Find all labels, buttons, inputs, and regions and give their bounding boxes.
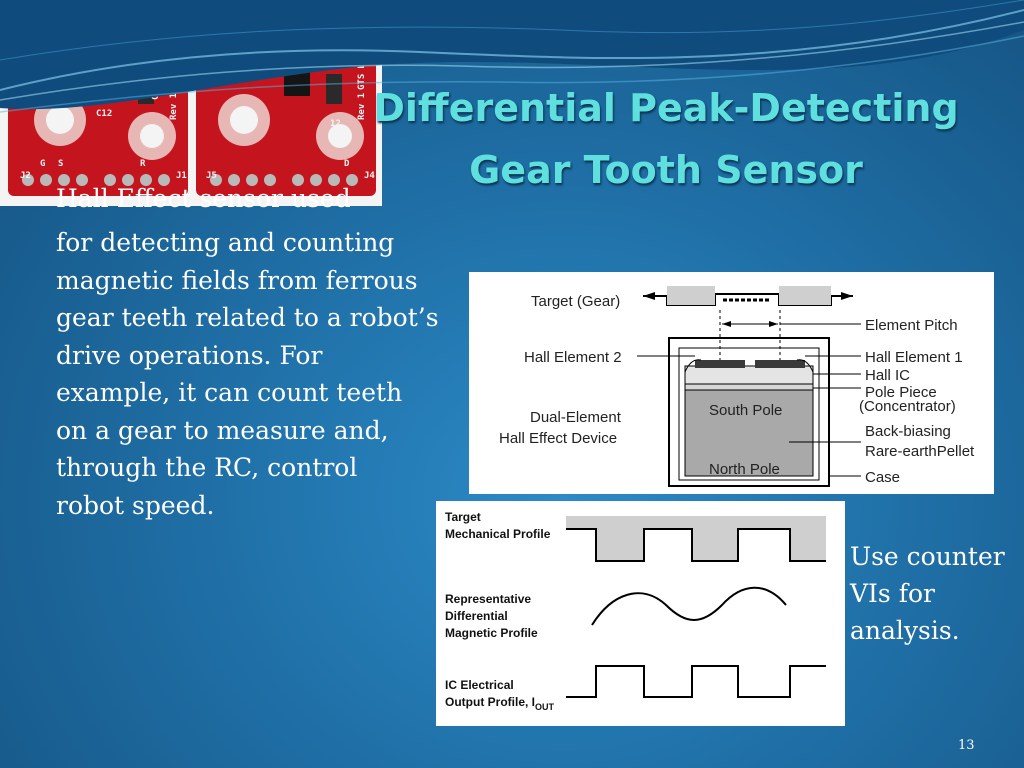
- silk-g: G: [40, 159, 45, 169]
- label-hall-element-1: Hall Element 1: [865, 349, 963, 366]
- silk-j5: J5: [206, 171, 217, 181]
- side-note-line: Use counter: [850, 542, 1005, 571]
- label-magnetic-profile: Magnetic Profile: [445, 626, 538, 640]
- body-line: example, it can count teeth: [56, 378, 403, 407]
- label-ic-electrical: IC Electrical: [445, 678, 514, 692]
- silk-rev: Rev 1: [169, 93, 179, 120]
- silk-j4: J4: [364, 171, 375, 181]
- label-hall-ic: Hall IC: [865, 367, 910, 384]
- sensor-structure-diagram: Target (Gear) Element Pitch South Pole: [469, 272, 994, 494]
- silk-j2: J2: [20, 171, 31, 181]
- silk-12: 12: [330, 119, 341, 129]
- label-hall-effect-device: Hall Effect Device: [499, 430, 617, 447]
- body-line: magnetic fields from ferrous: [56, 265, 418, 295]
- label-element-pitch: Element Pitch: [865, 317, 958, 334]
- label-target-mech: Target: [445, 510, 481, 524]
- body-paragraph: for detecting and counting magnetic fiel…: [56, 224, 466, 524]
- waveform-profiles: Target Mechanical Profile Representative…: [436, 501, 845, 726]
- silk-d: D: [344, 159, 350, 169]
- label-representative: Representative: [445, 592, 531, 606]
- silk-s: S: [58, 159, 63, 169]
- label-pole-piece: Pole Piece: [865, 384, 937, 401]
- wave-decoration: [0, 0, 1024, 113]
- body-line: on a gear to measure and,: [56, 415, 389, 445]
- side-note-line: analysis.: [850, 616, 960, 645]
- label-rare-earth-pellet: Rare-earthPellet: [865, 443, 975, 460]
- body-line: for detecting and counting: [56, 228, 395, 257]
- silk-c12: C12: [96, 109, 112, 119]
- slide-title-line-2: Gear Tooth Sensor: [469, 148, 863, 192]
- body-line: robot speed.: [56, 490, 215, 520]
- body-line: through the RC, control: [56, 453, 358, 482]
- label-hall-element-2: Hall Element 2: [524, 349, 622, 366]
- silk-gts-bd-2: GTS BD: [357, 57, 367, 90]
- label-case: Case: [865, 469, 900, 486]
- label-output-profile: Output Profile, IOUT: [445, 695, 555, 712]
- side-note: Use counter VIs for analysis.: [850, 538, 1020, 649]
- label-north-pole: North Pole: [709, 461, 780, 478]
- intro-text: Hall Effect sensor used: [56, 184, 351, 213]
- body-line: gear teeth related to a robot’s: [56, 303, 439, 332]
- side-note-line: VIs for: [850, 579, 935, 608]
- silk-r: R: [140, 159, 146, 169]
- label-dual-element: Dual-Element: [530, 409, 622, 426]
- silk-rev-2: Rev 1: [357, 93, 367, 120]
- label-differential: Differential: [445, 609, 508, 623]
- body-line: drive operations. For: [56, 340, 323, 370]
- label-back-biasing: Back-biasing: [865, 423, 951, 440]
- label-concentrator: (Concentrator): [859, 398, 956, 415]
- page-number: 13: [958, 738, 975, 753]
- slide-title-line-1: Differential Peak-Detecting: [373, 86, 959, 130]
- label-south-pole: South Pole: [709, 402, 782, 419]
- label-mechanical-profile: Mechanical Profile: [445, 527, 551, 541]
- silk-j1: J1: [176, 171, 187, 181]
- label-target: Target (Gear): [531, 293, 620, 310]
